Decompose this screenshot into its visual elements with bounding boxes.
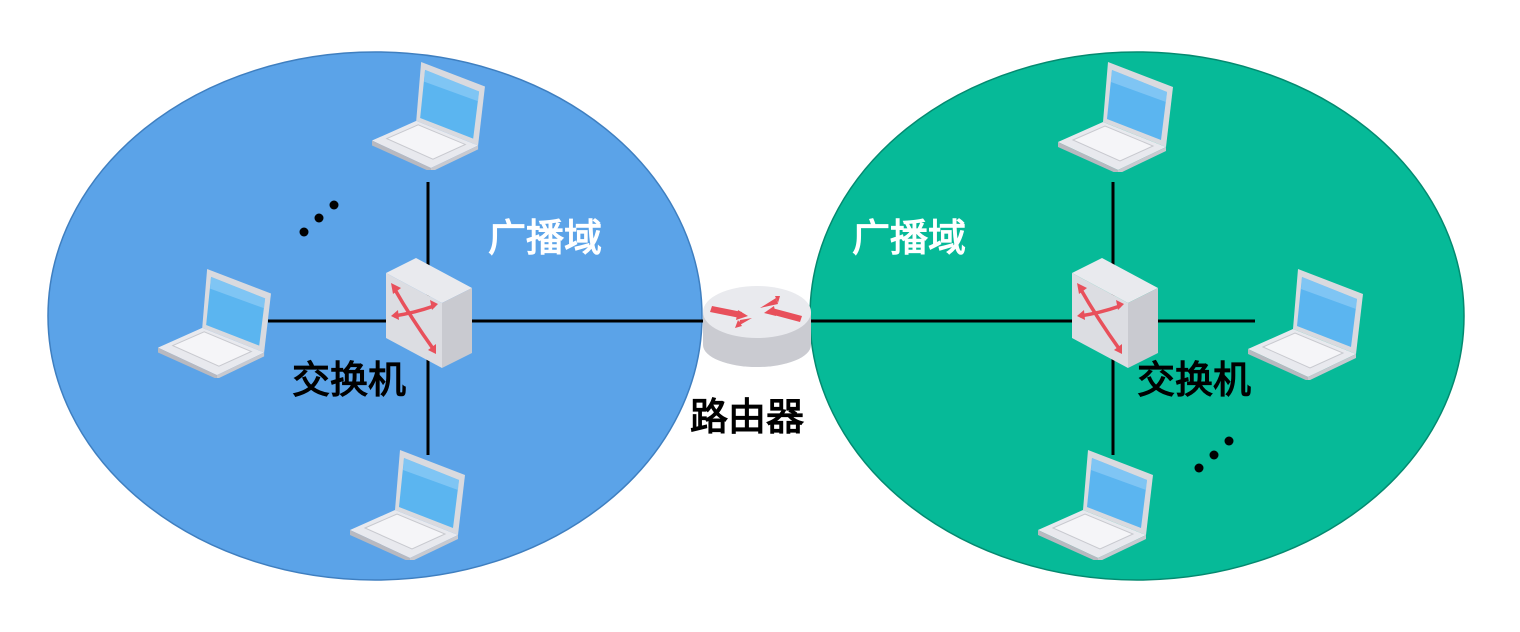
left-ellipsis-dots	[299, 200, 339, 237]
left-broadcast-domain	[47, 51, 703, 581]
left-domain-label: 广播域	[488, 216, 602, 260]
right-switch-label: 交换机	[1137, 358, 1251, 402]
router-icon	[703, 286, 811, 367]
router-label: 路由器	[690, 395, 805, 439]
right-domain-label: 广播域	[852, 216, 966, 260]
right-ellipsis-dots	[1194, 436, 1234, 473]
left-switch-label: 交换机	[292, 358, 406, 402]
